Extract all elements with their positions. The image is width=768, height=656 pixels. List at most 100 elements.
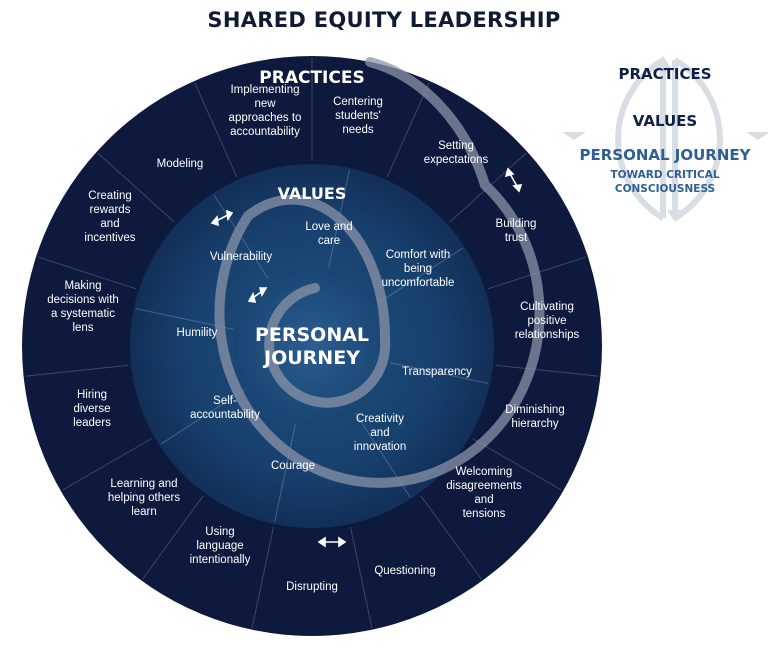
value-label-line: being <box>404 263 432 275</box>
legend-arrow-icon <box>655 56 671 68</box>
sector-divider <box>390 362 489 384</box>
sector-divider <box>349 526 373 628</box>
practice-label-line: Learning and <box>110 478 177 490</box>
practice-label-line: Welcoming <box>456 466 513 478</box>
practice-label-line: decisions with <box>47 294 119 306</box>
value-label: Comfort with being uncomfortable <box>382 249 455 289</box>
practice-label-line: Disrupting <box>286 581 338 593</box>
value-label: Creativity and innovation <box>354 413 406 453</box>
legend-practices: PRACTICES <box>618 65 711 83</box>
sector-divider <box>142 495 204 580</box>
practice-label: Setting expectations <box>424 140 489 166</box>
legend-values: VALUES <box>633 112 697 130</box>
sector-divider <box>378 247 464 303</box>
practice-label-line: language <box>196 540 243 552</box>
legend-arrow-icon <box>746 132 768 140</box>
value-label: Courage <box>271 460 315 472</box>
legend-arrow-icon <box>667 210 683 222</box>
legend-subtitle-2: CONSCIOUSNESS <box>615 183 715 195</box>
practice-label-line: new <box>254 98 276 110</box>
practice-label: Learning and helping others learn <box>108 478 180 518</box>
journey-spiral <box>214 57 545 488</box>
legend-journey: PERSONAL JOURNEY <box>579 146 751 164</box>
value-label-line: Love and <box>305 221 352 233</box>
practice-label-line: expectations <box>424 154 489 166</box>
practice-label-line: Creating <box>88 190 131 202</box>
double-arrow-icon <box>317 536 347 548</box>
value-label-line: Creativity <box>356 413 404 425</box>
values-ring-title: VALUES <box>278 184 347 203</box>
practice-label-line: leaders <box>73 417 111 429</box>
practice-label-line: and <box>474 494 493 506</box>
practice-label-line: Implementing <box>230 84 299 96</box>
practice-label-line: incentives <box>84 232 135 244</box>
practice-label: Using language intentionally <box>190 526 251 566</box>
practice-label: Diminishing hierarchy <box>505 404 564 430</box>
diagram-title: SHARED EQUITY LEADERSHIP <box>207 8 561 32</box>
value-label-line: Self- <box>213 395 237 407</box>
sector-divider <box>25 364 129 377</box>
practice-label-line: learn <box>131 506 157 518</box>
value-label-line: Comfort with <box>386 249 451 261</box>
value-label-line: Humility <box>177 327 218 339</box>
practice-label-line: Setting <box>438 140 474 152</box>
sector-divider <box>386 82 430 178</box>
value-label: Transparency <box>402 366 472 378</box>
practice-label-line: Questioning <box>374 565 435 577</box>
value-label: Self-accountability <box>190 395 260 421</box>
double-arrow-icon <box>504 167 523 193</box>
value-label-line: care <box>318 235 340 247</box>
practice-label-line: Diminishing <box>505 404 564 416</box>
practice-label-line: trust <box>505 232 528 244</box>
double-arrow-icon <box>210 209 234 227</box>
legend-arrow-icon <box>562 132 586 140</box>
value-label-line: Vulnerability <box>210 251 272 263</box>
practice-label-line: disagreements <box>446 480 522 492</box>
value-label-line: uncomfortable <box>382 277 455 289</box>
sector-divider <box>471 438 562 491</box>
double-arrow-icon <box>247 287 268 303</box>
practice-label-line: helping others <box>108 492 180 504</box>
sector-divider <box>274 424 296 523</box>
value-label-line: innovation <box>354 441 406 453</box>
value-label-line: and <box>370 427 389 439</box>
practice-label-line: Hiring <box>77 389 107 401</box>
practice-label-line: relationships <box>515 329 580 341</box>
practice-label-line: Making <box>64 280 101 292</box>
sector-divider <box>251 526 275 628</box>
value-label: Love and care <box>305 221 352 247</box>
center-title-line2: JOURNEY <box>262 347 360 369</box>
sector-divider <box>160 389 246 445</box>
practice-dividers <box>25 58 599 628</box>
practice-label-line: and <box>100 218 119 230</box>
practice-label-line: Building <box>496 218 537 230</box>
practice-label-line: positive <box>528 315 567 327</box>
value-label: Humility <box>177 327 218 339</box>
practice-label-line: intentionally <box>190 554 251 566</box>
value-label-line: Courage <box>271 460 315 472</box>
practice-label-line: Modeling <box>157 158 204 170</box>
practice-label: Disrupting <box>286 581 338 593</box>
personal-journey-core <box>234 268 390 424</box>
sector-divider <box>62 438 153 491</box>
practice-label-line: approaches to <box>229 112 302 124</box>
sector-divider <box>194 82 238 178</box>
practice-label: Modeling <box>157 158 204 170</box>
sector-divider <box>420 495 482 580</box>
value-label: Vulnerability <box>210 251 272 263</box>
practices-ring-title: PRACTICES <box>259 68 364 88</box>
practice-label-line: Using <box>205 526 234 538</box>
practice-label-line: hierarchy <box>511 418 559 430</box>
legend-subtitle-1: TOWARD CRITICAL <box>610 169 719 181</box>
sector-divider <box>97 152 175 223</box>
practice-label: Questioning <box>374 565 435 577</box>
practice-label-line: needs <box>342 124 374 136</box>
